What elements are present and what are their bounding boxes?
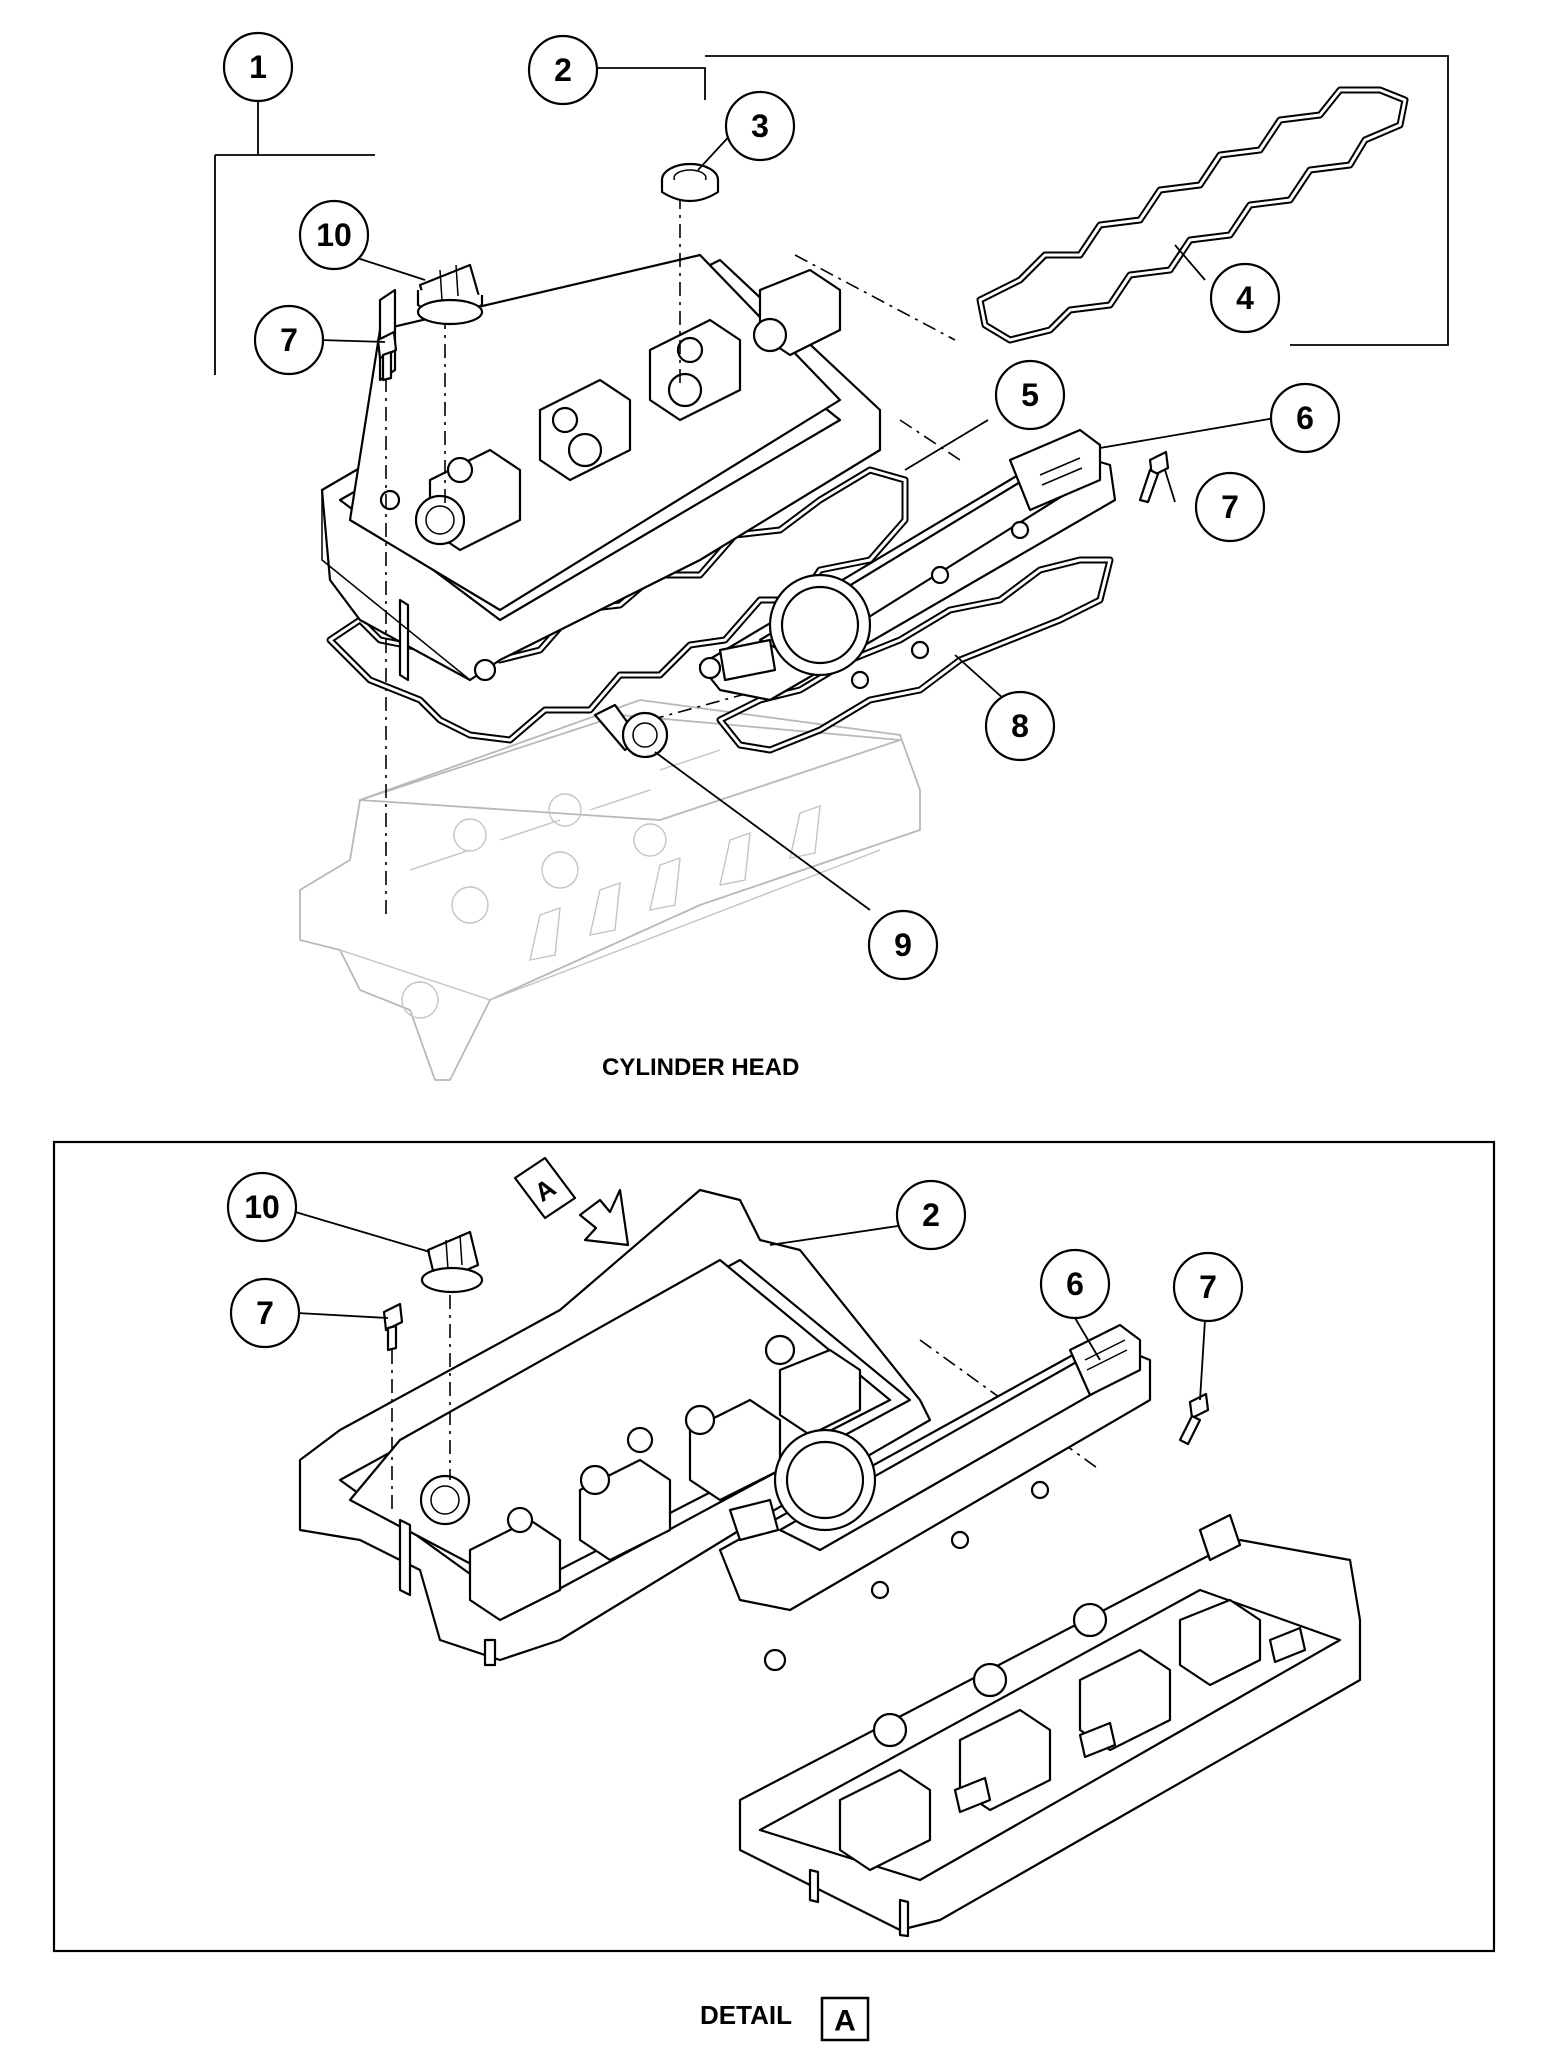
cylinder-head-label: CYLINDER HEAD bbox=[602, 1054, 799, 1081]
exploded-view: 1 2 3 10 7 4 5 6 bbox=[214, 31, 1449, 1081]
svg-text:2: 2 bbox=[554, 52, 572, 88]
view-arrow-a: A bbox=[513, 1156, 630, 1247]
svg-text:7: 7 bbox=[1221, 489, 1239, 525]
callout-5: 5 bbox=[994, 359, 1066, 431]
svg-text:7: 7 bbox=[280, 322, 298, 358]
callout-7b: 7 bbox=[1194, 471, 1266, 543]
svg-text:5: 5 bbox=[1021, 377, 1039, 413]
detail-callout-7b: 7 bbox=[1172, 1251, 1244, 1323]
leader-9 bbox=[654, 751, 871, 911]
leader-5 bbox=[904, 419, 989, 471]
detail-caption-text: DETAIL bbox=[700, 2000, 792, 2030]
bracket-item-2 bbox=[594, 55, 1449, 346]
detail-secondary-cover-drawing bbox=[718, 1323, 1152, 1672]
detail-oil-cap-drawing bbox=[420, 1230, 484, 1294]
svg-text:8: 8 bbox=[1011, 708, 1029, 744]
valve-cover-drawing bbox=[320, 253, 909, 744]
svg-text:7: 7 bbox=[1199, 1269, 1217, 1305]
callout-6: 6 bbox=[1269, 382, 1341, 454]
bolt-drawing-top bbox=[376, 330, 1170, 504]
fitting-drawing bbox=[593, 703, 669, 759]
detail-leader-2 bbox=[769, 1225, 899, 1246]
detail-leader-10 bbox=[291, 1210, 431, 1253]
callout-1: 1 bbox=[222, 31, 294, 103]
detail-frame bbox=[52, 1140, 1496, 1953]
svg-text:1: 1 bbox=[249, 49, 267, 85]
leader-7a bbox=[319, 339, 386, 343]
callout-10: 10 bbox=[298, 199, 370, 271]
svg-text:9: 9 bbox=[894, 927, 912, 963]
callout-7a: 7 bbox=[253, 304, 325, 376]
leader-8 bbox=[954, 654, 1006, 701]
detail-bolt-drawing bbox=[382, 1302, 1210, 1446]
detail-leader-7b bbox=[1199, 1319, 1206, 1401]
gasket-relation-line bbox=[794, 254, 956, 341]
detail-a-view: A bbox=[52, 1140, 1496, 1953]
svg-text:6: 6 bbox=[1296, 400, 1314, 436]
svg-text:3: 3 bbox=[751, 108, 769, 144]
detail-caption-letter: A bbox=[834, 2005, 856, 2038]
detail-callout-10: 10 bbox=[226, 1171, 298, 1243]
detail-callout-7a: 7 bbox=[229, 1277, 301, 1349]
leader-4 bbox=[1174, 244, 1206, 281]
detail-assembled-cover-drawing bbox=[738, 1513, 1362, 1938]
detail-callout-6: 6 bbox=[1039, 1248, 1111, 1320]
leader-10 bbox=[347, 254, 426, 281]
callout-4: 4 bbox=[1209, 262, 1281, 334]
secondary-cover-drawing bbox=[698, 428, 1117, 754]
detail-valve-cover-drawing bbox=[298, 1188, 932, 1667]
gasket-drawing bbox=[976, 86, 1409, 344]
seal-part-drawing bbox=[660, 162, 720, 203]
callout-3: 3 bbox=[724, 90, 796, 162]
callout-9: 9 bbox=[867, 909, 939, 981]
svg-text:6: 6 bbox=[1066, 1266, 1084, 1302]
detail-relation-line bbox=[919, 1339, 1101, 1471]
callout-8: 8 bbox=[984, 690, 1056, 762]
leader-6 bbox=[1099, 417, 1276, 449]
detail-callout-2: 2 bbox=[895, 1179, 967, 1251]
callout-2: 2 bbox=[527, 34, 599, 106]
svg-text:2: 2 bbox=[922, 1197, 940, 1233]
detail-caption: DETAIL A bbox=[700, 1996, 870, 2042]
svg-text:10: 10 bbox=[316, 217, 352, 253]
detail-leader-7a bbox=[296, 1312, 389, 1319]
oil-cap-drawing bbox=[416, 263, 484, 326]
svg-text:7: 7 bbox=[256, 1295, 274, 1331]
cover-relation-line bbox=[899, 419, 961, 461]
leader-7b bbox=[1164, 469, 1176, 503]
detail-leader-6 bbox=[1074, 1317, 1101, 1361]
svg-text:4: 4 bbox=[1236, 280, 1254, 316]
svg-text:10: 10 bbox=[244, 1189, 280, 1225]
cylinder-head-drawing bbox=[299, 699, 921, 1081]
detail-caption-box bbox=[820, 1996, 870, 2042]
